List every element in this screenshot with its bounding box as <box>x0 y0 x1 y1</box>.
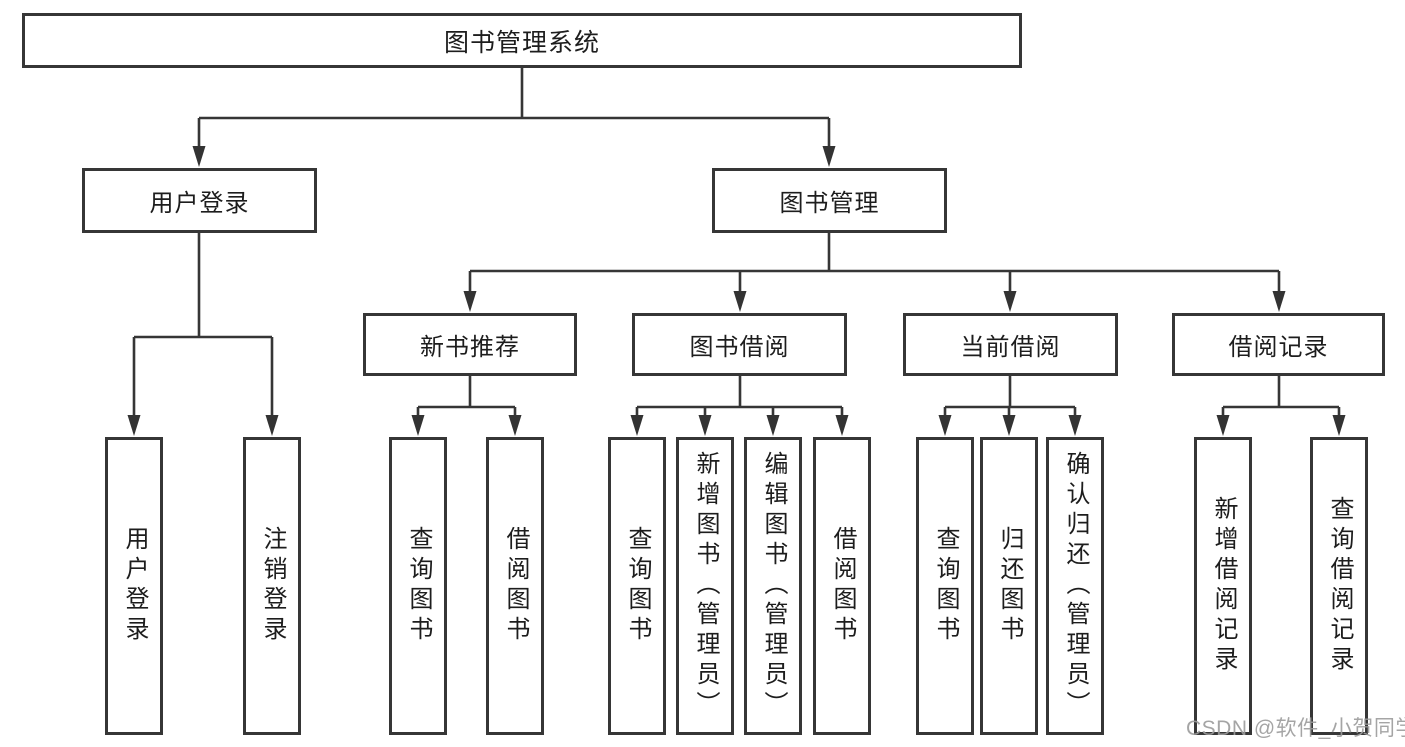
watermark: CSDN @软件_小贺同学 <box>1186 717 1405 740</box>
connector-user-login <box>127 233 279 436</box>
leaf-current-query: 查询图书 <box>916 437 974 735</box>
leaf-user-login: 用户登录 <box>105 437 163 735</box>
node-book-management: 图书管理 <box>712 168 947 233</box>
leaf-records-query: 查询借阅记录 <box>1310 437 1368 735</box>
node-new-book-recommend: 新书推荐 <box>363 313 577 376</box>
leaf-records-add: 新增借阅记录 <box>1194 437 1252 735</box>
leaf-borrow-query: 查询图书 <box>608 437 666 735</box>
connector-book-management <box>463 233 1286 312</box>
leaf-borrow-edit: 编辑图书（管理员） <box>744 437 802 735</box>
connector-root <box>192 68 836 167</box>
leaf-borrow-add: 新增图书（管理员） <box>676 437 734 735</box>
leaf-current-confirm: 确认归还（管理员） <box>1046 437 1104 735</box>
node-book-borrow: 图书借阅 <box>632 313 847 376</box>
connector-current-borrow <box>938 376 1082 436</box>
leaf-current-return: 归还图书 <box>980 437 1038 735</box>
leaf-borrow-borrow: 借阅图书 <box>813 437 871 735</box>
node-borrow-records: 借阅记录 <box>1172 313 1385 376</box>
node-root: 图书管理系统 <box>22 13 1022 68</box>
node-current-borrow: 当前借阅 <box>903 313 1118 376</box>
connector-borrow-records <box>1216 376 1346 436</box>
node-user-login: 用户登录 <box>82 168 317 233</box>
connector-book-borrow <box>630 376 849 436</box>
connector-new-book <box>411 376 522 436</box>
leaf-logout: 注销登录 <box>243 437 301 735</box>
leaf-new-book-borrow: 借阅图书 <box>486 437 544 735</box>
leaf-new-book-query: 查询图书 <box>389 437 447 735</box>
